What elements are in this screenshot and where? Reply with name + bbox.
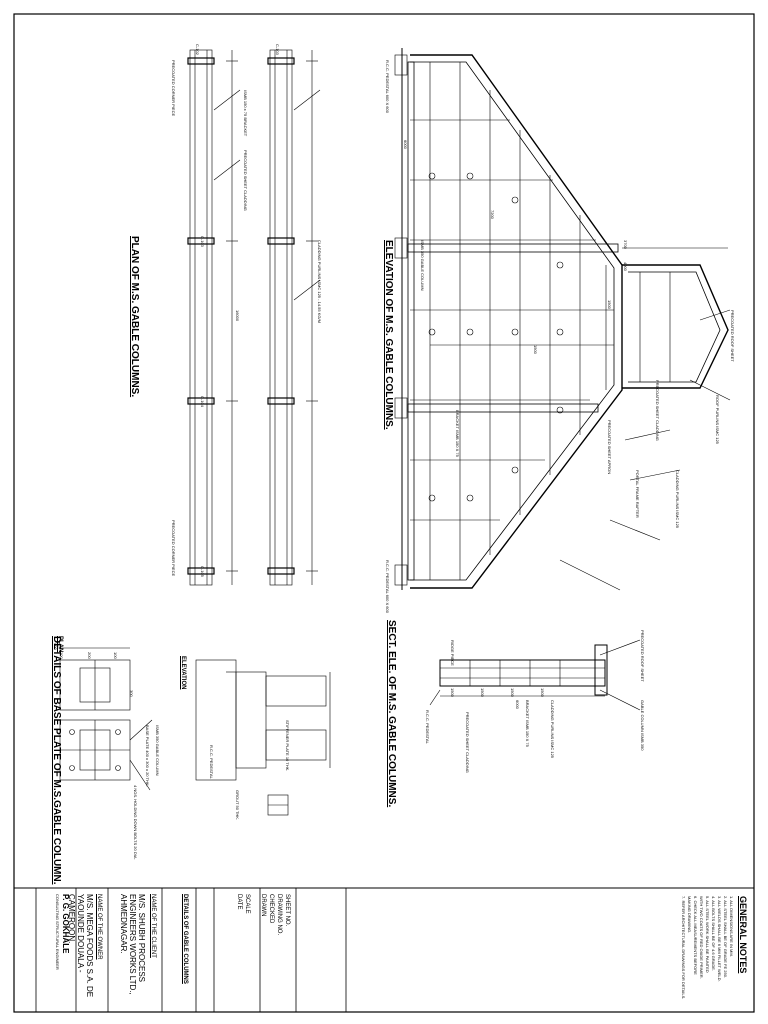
sect-note-3: CLADDING PURLINS ISMC 125: [550, 700, 555, 759]
elev-note-10: R.C.C. PEDESTAL 600 X 600: [385, 560, 390, 613]
bp-dim-5: 300: [129, 690, 134, 697]
general-note-7: 6. CHECK ALL MEASUREMENTS BEFORE: [693, 896, 698, 975]
bp-dim-4: 100: [113, 652, 118, 659]
general-notes-heading: GENERAL NOTES: [738, 896, 748, 974]
tb-client-label: NAME OF THE CLIENT: [150, 894, 156, 958]
sect-note-7: PRECOATED SHEET CLADDING: [465, 712, 470, 773]
plan-note-4: CLADDING PURLINS ISMC 125 - 14.55 KG/M: [317, 240, 322, 323]
bp-note-3: 4 NOS. HOLDING DOWN BOLTS 20 DIA.: [133, 785, 138, 860]
plan-drawing: [187, 49, 321, 586]
plan-total-dim: 16000: [235, 310, 240, 322]
elev-dim-6: 1500: [607, 300, 612, 309]
bp-dim-2: 100: [59, 652, 64, 659]
elevation-title: ELEVATION OF M.S. GABLE COLUMNS.: [383, 240, 394, 430]
tb-field-drawing: DRAWING NO.: [276, 894, 282, 936]
sect-note-4: BRACKET ISMB 150 X 75: [525, 700, 530, 747]
plan-note-2: ISMB 150 x 75 BRACKET: [243, 90, 248, 137]
elev-note-1: R.C.C. PEDESTAL 600 X 600: [385, 60, 390, 113]
general-note-8: MAKING DRAWING.: [687, 896, 692, 934]
plan-note-1: PRECOATED CORNER PIECE: [171, 60, 176, 117]
tb-field-drawn: DRAWN: [260, 894, 266, 917]
sect-note-5: GABLE COLUMN ISMB 350: [640, 700, 645, 751]
plan-title: PLAN OF M.S. GABLE COLUMNS.: [129, 236, 140, 398]
elev-dim-5: 6000: [403, 140, 408, 149]
sect-dim-1: 1500: [450, 688, 455, 697]
plan-mark-3: C-105: [200, 566, 205, 577]
plan-mark-1: C-103: [200, 236, 205, 247]
elevation-drawing: [394, 48, 731, 591]
base-plate-drawing: [59, 647, 331, 816]
sect-dim-3: 1500: [510, 688, 515, 697]
tb-field-date: DATE: [236, 894, 242, 910]
bp-note-2: BASE PLATE 400 x 300 x 20 THK.: [145, 725, 150, 787]
sect-dim-2: 1500: [480, 688, 485, 697]
plan-mark-2: C-104: [200, 396, 205, 407]
elev-note-4: PRECOATED SHEET CLADDING: [655, 380, 660, 441]
bp-note-5: GROUT 50 THK.: [235, 790, 240, 821]
tb-owner-label: NAME OF THE OWNER: [96, 894, 102, 960]
elev-dim-4: 4000: [623, 262, 628, 271]
sect-note-1: PRECOATED ROOF SHEET: [640, 630, 645, 682]
tb-consultant: P. G. GOKHALE: [61, 894, 70, 954]
elev-note-3: ROOF PURLINS ISMC 125: [715, 395, 720, 444]
tb-drawing-title: DETAILS OF GABLE COLUMNS: [182, 894, 188, 984]
elev-dim-1: 7200: [490, 210, 495, 219]
title-block-grid: [35, 888, 347, 1012]
section-title: SECT. ELE. OF M.S. GABLE COLUMNS.: [386, 620, 397, 808]
plan-grid-c103: C-103: [275, 44, 280, 55]
tb-owner-name: M/S. MEGA FOODS S.A. DE YAOUNDE DOUALA -…: [67, 894, 94, 998]
sect-dim-4: 1500: [540, 688, 545, 697]
elev-dim-3: 3700: [623, 240, 628, 249]
bp-dim-1: 400: [53, 643, 58, 650]
general-note-9: 7. REFER ARCHITECTURAL DRAWINGS FOR DETA…: [681, 896, 686, 1000]
bp-dim-3: 200: [87, 652, 92, 659]
general-note-6: WITH TWO COATS OF RED OXIDE PRIMER.: [699, 896, 704, 979]
bp-note-6: R.C.C. PEDESTAL: [209, 745, 214, 779]
sect-note-6: R.C.C. PEDESTAL: [425, 710, 430, 744]
bp-elevation-label: ELEVATION: [180, 656, 186, 690]
elev-note-8: PRECOATED SHEET APRON: [607, 420, 612, 475]
elev-note-5: ISMB 350 GABLE COLUMN: [420, 240, 425, 291]
tb-consultant-desc: CONSULTING STRUCTURAL ENGINEER: [55, 894, 60, 970]
bp-note-1: ISMB 350 GABLE COLUMN: [155, 725, 160, 776]
sect-dim-5: 6000: [515, 700, 520, 709]
plan-note-5: PRECOATED CORNER PIECE: [171, 520, 176, 577]
elev-note-9: CLADDING PURLINS ISMC 125: [675, 470, 680, 529]
tb-field-sheet: SHEET NO.: [284, 894, 290, 927]
elev-dim-2: 1500: [533, 345, 538, 354]
elev-note-6: PORTAL FRAME RAFTER: [635, 470, 640, 518]
general-note-5: 5. ALL STEEL WORK SHALL BE PAINTED: [705, 896, 710, 973]
section-drawing: [429, 639, 641, 711]
sheet-border: [13, 13, 755, 1013]
sect-note-2: RIDGE PIECE: [450, 640, 455, 666]
tb-field-scale: SCALE: [244, 894, 250, 914]
plan-grid-c102: C-102: [195, 44, 200, 55]
tb-client-name: M/S. SHUBH PROCESS ENGINEERS WORKS LTD.,…: [119, 894, 146, 995]
general-note-2: 2. ALL STEEL SHALL BE OF GRADE FE 250.: [723, 896, 728, 979]
plan-note-3: PRECOATED SHEET CLADDING: [243, 150, 248, 211]
general-note-4: 4. ALL BOLTS SHALL BE OF 4.6 GRADE.: [711, 896, 716, 971]
elev-note-7: BRACKET ISMB 150 X 75: [455, 410, 460, 457]
base-plate-title: DETAILS OF BASE PLATE OF M.S.GABLE COLUM…: [51, 636, 62, 885]
general-note-3: 3. ALL WELDS SHALL BE 6 MM FILLET WELD.: [717, 896, 722, 982]
tb-field-checked: CHECKED: [268, 894, 274, 924]
bp-note-4: STIFFENER PLATE 10 THK.: [285, 720, 290, 772]
general-note-1: 1. ALL DIMENSIONS ARE IN MM.: [729, 896, 734, 957]
elev-note-2: PRECOATED ROOF SHEET: [730, 310, 735, 362]
